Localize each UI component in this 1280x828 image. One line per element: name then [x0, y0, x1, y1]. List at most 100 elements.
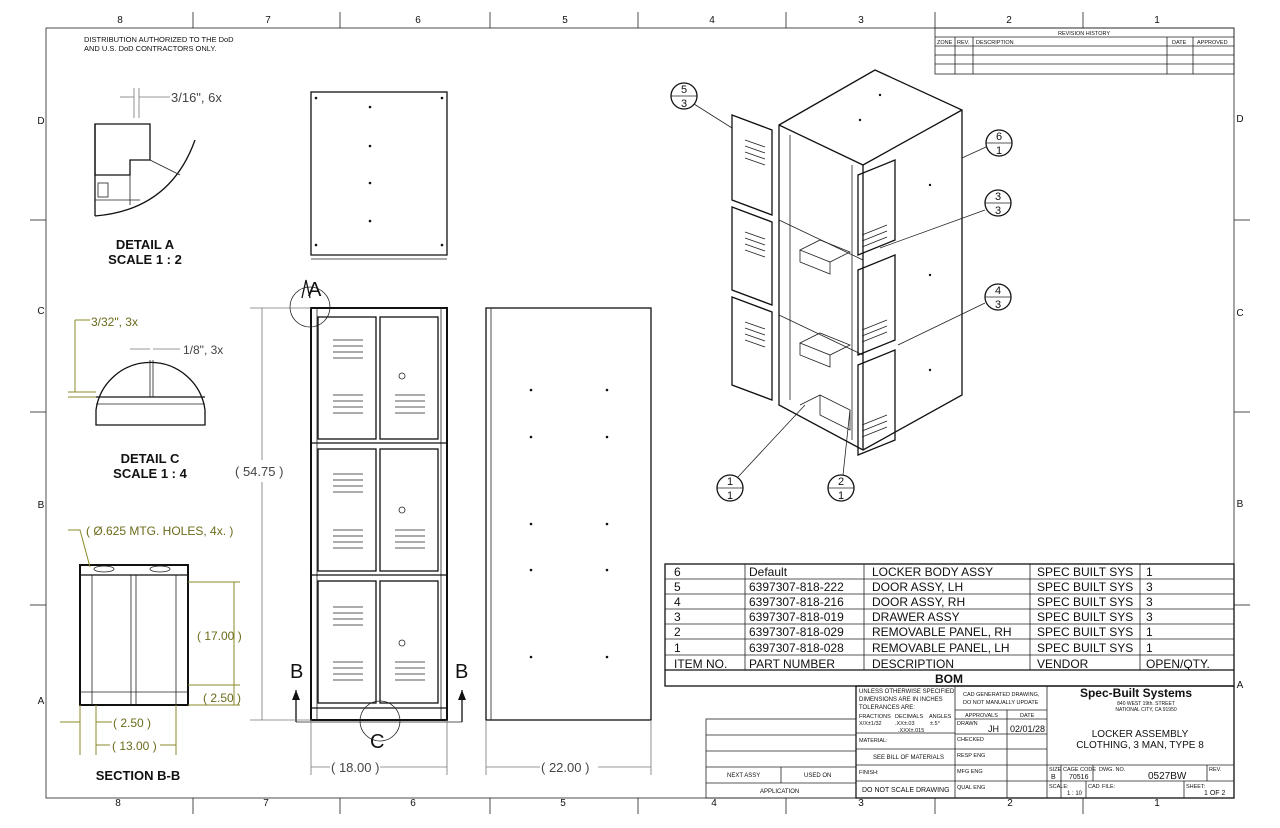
detail-a-callout: A [308, 279, 322, 301]
balloon-number: 3 [995, 191, 1001, 203]
drawn-date: 02/01/28 [1010, 724, 1045, 734]
application-label: APPLICATION [760, 789, 799, 795]
balloon-item-3: 3 3 [879, 189, 1012, 249]
bom-cell: 4 [674, 595, 681, 609]
isometric-view [731, 69, 963, 456]
bom-cell: 2 [674, 625, 681, 639]
scale-value: 1 : 10 [1067, 791, 1083, 797]
zone-col-label: 6 [410, 798, 416, 809]
bom-cell: 6397307-818-216 [749, 595, 844, 609]
front-width-dimension: ( 18.00 ) [331, 760, 379, 775]
revision-table: REVISION HISTORY ZONE REV. DESCRIPTION D… [934, 27, 1235, 75]
zone-col-label: 8 [117, 15, 123, 26]
drawing-title-2: CLOTHING, 3 MAN, TYPE 8 [1076, 740, 1204, 751]
zone-row-label: B [38, 500, 45, 511]
zone-ticks [30, 12, 1250, 814]
bom-cell: 1 [1146, 565, 1153, 579]
company-address-2: NATIONAL CITY, CA 91950 [1115, 707, 1177, 713]
bom-header: PART NUMBER [749, 657, 835, 671]
sheet-label: SHEET: [1186, 784, 1206, 790]
do-not-scale-note: DO NOT SCALE DRAWING [862, 787, 950, 794]
side-width-dimension: ( 22.00 ) [541, 760, 589, 775]
zone-labels: 8 7 6 5 4 3 2 1 8 7 6 5 4 3 2 1 D C B A … [37, 15, 1243, 809]
zone-col-label: 1 [1154, 15, 1160, 26]
revision-header: DATE [1172, 40, 1187, 46]
decimal-tolerance-1: .XX±.03 [895, 721, 915, 727]
distribution-note: DISTRIBUTION AUTHORIZED TO THE DoD AND U… [84, 35, 234, 53]
balloon-qty: 1 [996, 145, 1002, 157]
tolerance-note-1: UNLESS OTHERWISE SPECIFIED [859, 689, 955, 695]
decimals-label: DECIMALS [895, 714, 923, 720]
front-view: A C B B ( 54.75 ) ( 18.00 ) [235, 279, 468, 775]
balloon-item-2: 2 1 [827, 409, 855, 502]
company-name: Spec-Built Systems [1080, 686, 1192, 700]
next-assy-label: NEXT ASSY [727, 773, 760, 779]
date-label: DATE [1020, 713, 1035, 719]
bom-row: 6 Default LOCKER BODY ASSY SPEC BUILT SY… [674, 565, 1153, 579]
drawn-label: DRAWN [957, 721, 978, 727]
dwg-no-label: DWG. NO. [1099, 767, 1126, 773]
cage-code-label: CAGE CODE [1063, 767, 1096, 773]
tolerance-note-2: DIMENSIONS ARE IN INCHES [859, 697, 943, 703]
cage-code-value: 70516 [1069, 774, 1089, 781]
bom-header: DESCRIPTION [872, 657, 954, 671]
balloon-item-1: 1 1 [716, 404, 806, 502]
sheet-value: 1 OF 2 [1204, 790, 1226, 797]
balloon-number: 5 [681, 84, 687, 96]
zone-row-label: C [1236, 308, 1243, 319]
section-dim-2-50-right: ( 2.50 ) [203, 691, 241, 705]
bom-cell: DOOR ASSY, LH [872, 580, 963, 594]
angle-tolerance: ±.5° [930, 721, 940, 727]
detail-c-title: DETAIL C [121, 451, 180, 466]
bom-cell: 1 [1146, 625, 1153, 639]
detail-a-title: DETAIL A [116, 237, 175, 252]
bom-cell: DRAWER ASSY [872, 610, 960, 624]
company-address-1: 840 WEST 19th. STREET [1117, 701, 1175, 707]
balloon-group: 5 3 6 1 3 3 4 3 1 1 [670, 82, 1013, 502]
tolerance-note-3: TOLERANCES ARE: [859, 705, 915, 711]
distribution-line-2: AND U.S. DoD CONTRACTORS ONLY. [84, 44, 217, 53]
drawing-title-1: LOCKER ASSEMBLY [1092, 729, 1189, 740]
zone-row-label: A [1237, 680, 1244, 691]
balloon-qty: 3 [995, 299, 1001, 311]
drawn-by: JH [988, 724, 999, 734]
material-label: MATERIAL: [859, 738, 888, 744]
bom-cell: SPEC BUILT SYS [1037, 625, 1133, 639]
bom-cell: 6397307-818-028 [749, 641, 844, 655]
bom-title: BOM [935, 672, 963, 686]
section-b-callout-right: B [455, 661, 468, 683]
cad-label: CAD [1088, 784, 1100, 790]
zone-row-label: D [1236, 114, 1243, 125]
bom-header: VENDOR [1037, 657, 1089, 671]
section-mounting-holes-note: ( Ø.625 MTG. HOLES, 4x. ) [86, 524, 233, 538]
bom-cell: REMOVABLE PANEL, LH [872, 641, 1010, 655]
sheet-border [45, 27, 1235, 799]
bom-cell: 3 [1146, 595, 1153, 609]
finish-label: FINISH: [859, 770, 879, 776]
zone-col-label: 2 [1007, 798, 1013, 809]
bom-table: BOM ITEM NO. PART NUMBER DESCRIPTION VEN… [664, 563, 1235, 687]
balloon-number: 1 [727, 476, 733, 488]
section-dim-17: ( 17.00 ) [197, 629, 242, 643]
bom-cell: SPEC BUILT SYS [1037, 595, 1133, 609]
material-value: SEE BILL OF MATERIALS [873, 755, 944, 761]
bom-cell: SPEC BUILT SYS [1037, 610, 1133, 624]
rev-label: REV. [1209, 767, 1222, 773]
checked-label: CHECKED [957, 737, 984, 743]
zone-row-label: A [38, 696, 45, 707]
bom-cell: 6397307-818-029 [749, 625, 844, 639]
bom-cell: SPEC BUILT SYS [1037, 641, 1133, 655]
fractions-label: FRACTIONS [859, 714, 891, 720]
side-view: ( 22.00 ) [485, 307, 652, 775]
revision-header: ZONE [937, 40, 953, 46]
section-bb-view: ( Ø.625 MTG. HOLES, 4x. ) ( 17.00 ) ( 2.… [60, 524, 242, 783]
bom-cell: 3 [1146, 610, 1153, 624]
bom-row: 3 6397307-818-019 DRAWER ASSY SPEC BUILT… [674, 610, 1153, 624]
detail-c-dimension-2: 1/8", 3x [183, 343, 223, 357]
bom-row: 5 6397307-818-222 DOOR ASSY, LH SPEC BUI… [674, 580, 1153, 594]
bom-cell: SPEC BUILT SYS [1037, 580, 1133, 594]
zone-col-label: 6 [415, 15, 421, 26]
section-dim-2-50: ( 2.50 ) [113, 716, 151, 730]
bom-cell: DOOR ASSY, RH [872, 595, 965, 609]
bom-row: 2 6397307-818-029 REMOVABLE PANEL, RH SP… [674, 625, 1153, 639]
